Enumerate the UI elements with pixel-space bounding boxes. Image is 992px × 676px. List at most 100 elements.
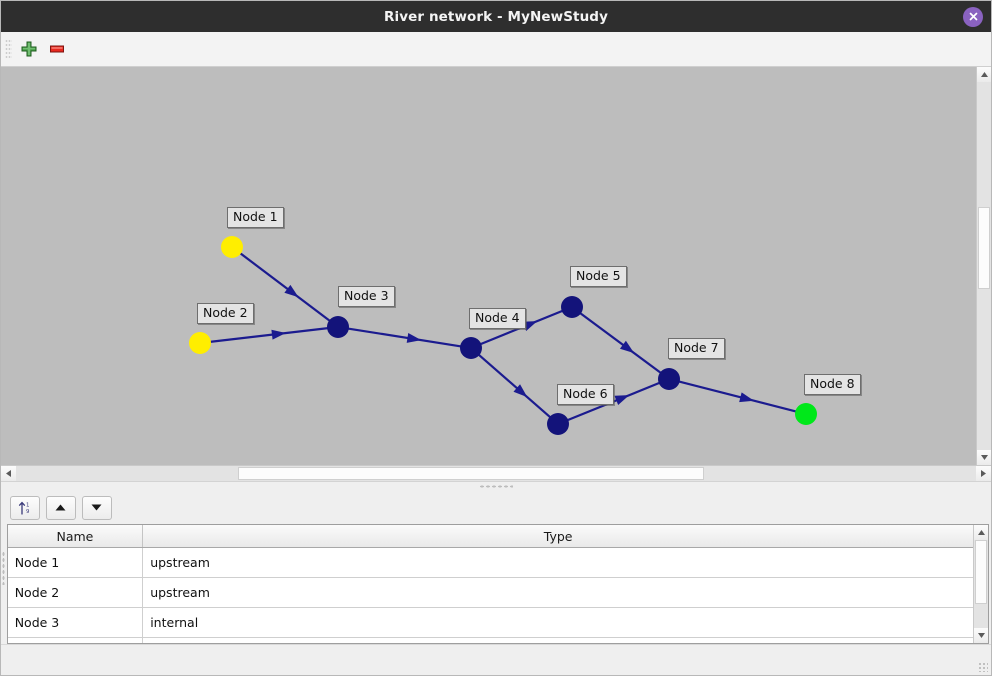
horizontal-splitter[interactable] [1,481,991,491]
triangle-down-icon [91,504,102,511]
bottom-panes: 1 9 [1,491,992,644]
red-minus-delete-icon [50,45,64,53]
close-icon [969,12,977,21]
table-cell[interactable]: Node 3 [7,607,144,638]
vertical-splitter[interactable] [1,491,5,644]
canvas-hscroll-thumb[interactable] [238,467,704,480]
graph-edge[interactable] [209,327,329,343]
graph-edge-arrow [271,329,286,340]
add-node-button[interactable] [15,35,43,63]
graph-edge-arrow [406,333,422,343]
table-row[interactable]: Node 4internal [7,637,974,643]
status-bar [1,644,991,675]
splitter-grip [479,485,513,488]
canvas-scroll-right-button[interactable] [976,466,991,481]
nodes-sort-button[interactable]: 1 9 [9,495,40,520]
graph-label-node-4[interactable]: Node 4 [469,308,526,329]
nodes-vertical-scrollbar[interactable] [973,525,989,643]
graph-label-node-1[interactable]: Node 1 [227,207,284,228]
table-cell[interactable]: upstream [142,577,974,608]
scroll-up-arrow-icon [977,530,985,535]
table-cell[interactable]: internal [142,637,974,643]
canvas-vscroll-track[interactable] [977,82,991,450]
scroll-down-arrow-icon [980,455,988,460]
nodes-move-up-button[interactable] [45,495,76,520]
graph-node-node-3[interactable] [327,316,349,338]
scroll-up-arrow-icon [980,72,988,77]
nodes-pane: 1 9 [4,491,992,644]
canvas-scroll-up-button[interactable] [977,67,991,82]
column-header-name[interactable]: Name [7,525,144,548]
toolbar-drag-handle[interactable] [5,39,12,59]
graph-edge-arrow [513,384,528,398]
canvas-horizontal-scrollbar[interactable] [1,465,991,481]
column-header-type[interactable]: Type [142,525,974,548]
network-graph[interactable] [1,67,964,465]
graph-node-node-8[interactable] [795,403,817,425]
table-cell[interactable]: Node 4 [7,637,144,643]
graph-node-node-1[interactable] [221,236,243,258]
graph-edge[interactable] [239,252,331,322]
scroll-right-arrow-icon [981,470,986,477]
canvas-scroll-left-button[interactable] [1,466,16,481]
graph-edge-arrow [619,340,635,354]
graph-label-node-7[interactable]: Node 7 [668,338,725,359]
nodes-scroll-down-button[interactable] [974,628,989,643]
graph-node-node-4[interactable] [460,337,482,359]
graph-nodes[interactable] [189,236,817,435]
nodes-move-down-button[interactable] [81,495,112,520]
graph-label-node-8[interactable]: Node 8 [804,374,861,395]
scroll-left-arrow-icon [6,470,11,477]
graph-edge[interactable] [477,353,552,419]
green-plus-add-icon [21,41,37,57]
triangle-up-icon [55,504,66,511]
graph-edge-arrow [522,321,538,332]
graph-edges [209,252,797,422]
graph-node-node-2[interactable] [189,332,211,354]
nodes-vscroll-thumb[interactable] [975,540,988,604]
graph-edge[interactable] [678,380,797,413]
graph-label-node-2[interactable]: Node 2 [197,303,254,324]
canvas-hscroll-track[interactable] [16,466,976,481]
nodes-scroll-up-button[interactable] [974,525,989,540]
river-network-canvas[interactable]: Node 1 Node 2 Node 3 Node 4 Node 5 Node 6 Node… [1,67,991,465]
vertical-splitter-grip [1,550,5,585]
table-cell[interactable]: upstream [142,547,974,578]
sort-ascending-icon: 1 9 [18,501,30,515]
remove-node-button[interactable] [43,35,71,63]
graph-edge[interactable] [347,327,462,348]
table-cell[interactable]: Node 1 [7,547,144,578]
graph-edge-arrow [614,395,630,406]
table-cell[interactable]: internal [142,607,974,638]
table-cell[interactable]: Node 2 [7,577,144,608]
window-resize-grip[interactable] [978,662,988,672]
graph-edge-arrow [284,284,299,298]
graph-node-node-7[interactable] [658,368,680,390]
graph-node-node-6[interactable] [547,413,569,435]
svg-text:1: 1 [26,503,29,509]
nodes-vscroll-track[interactable] [974,540,989,628]
graph-label-node-5[interactable]: Node 5 [570,266,627,287]
svg-text:9: 9 [26,509,30,515]
graph-label-node-6[interactable]: Node 6 [557,384,614,405]
graph-label-node-3[interactable]: Node 3 [338,286,395,307]
canvas-vertical-scrollbar[interactable] [976,67,991,465]
nodes-toolbar: 1 9 [5,491,991,524]
scroll-down-arrow-icon [977,633,985,638]
window-title: River network - MyNewStudy [384,8,608,25]
close-window-button[interactable] [963,6,983,27]
graph-edge[interactable] [579,312,662,374]
graph-edge-arrow [739,392,754,403]
canvas-vscroll-thumb[interactable] [978,207,990,289]
canvas-scroll-down-button[interactable] [977,450,991,465]
main-toolbar [1,32,991,67]
graph-node-node-5[interactable] [561,296,583,318]
